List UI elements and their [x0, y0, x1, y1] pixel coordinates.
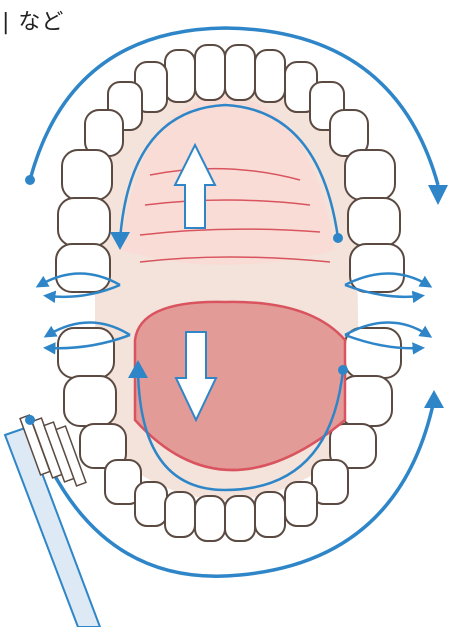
- outer-lower-arrowhead: [424, 390, 444, 408]
- upper-inner-start-dot: [333, 233, 343, 243]
- outer-upper-arrowhead: [428, 185, 448, 205]
- outer-upper-start-dot: [25, 175, 35, 185]
- lower-inner-start-dot: [338, 365, 348, 375]
